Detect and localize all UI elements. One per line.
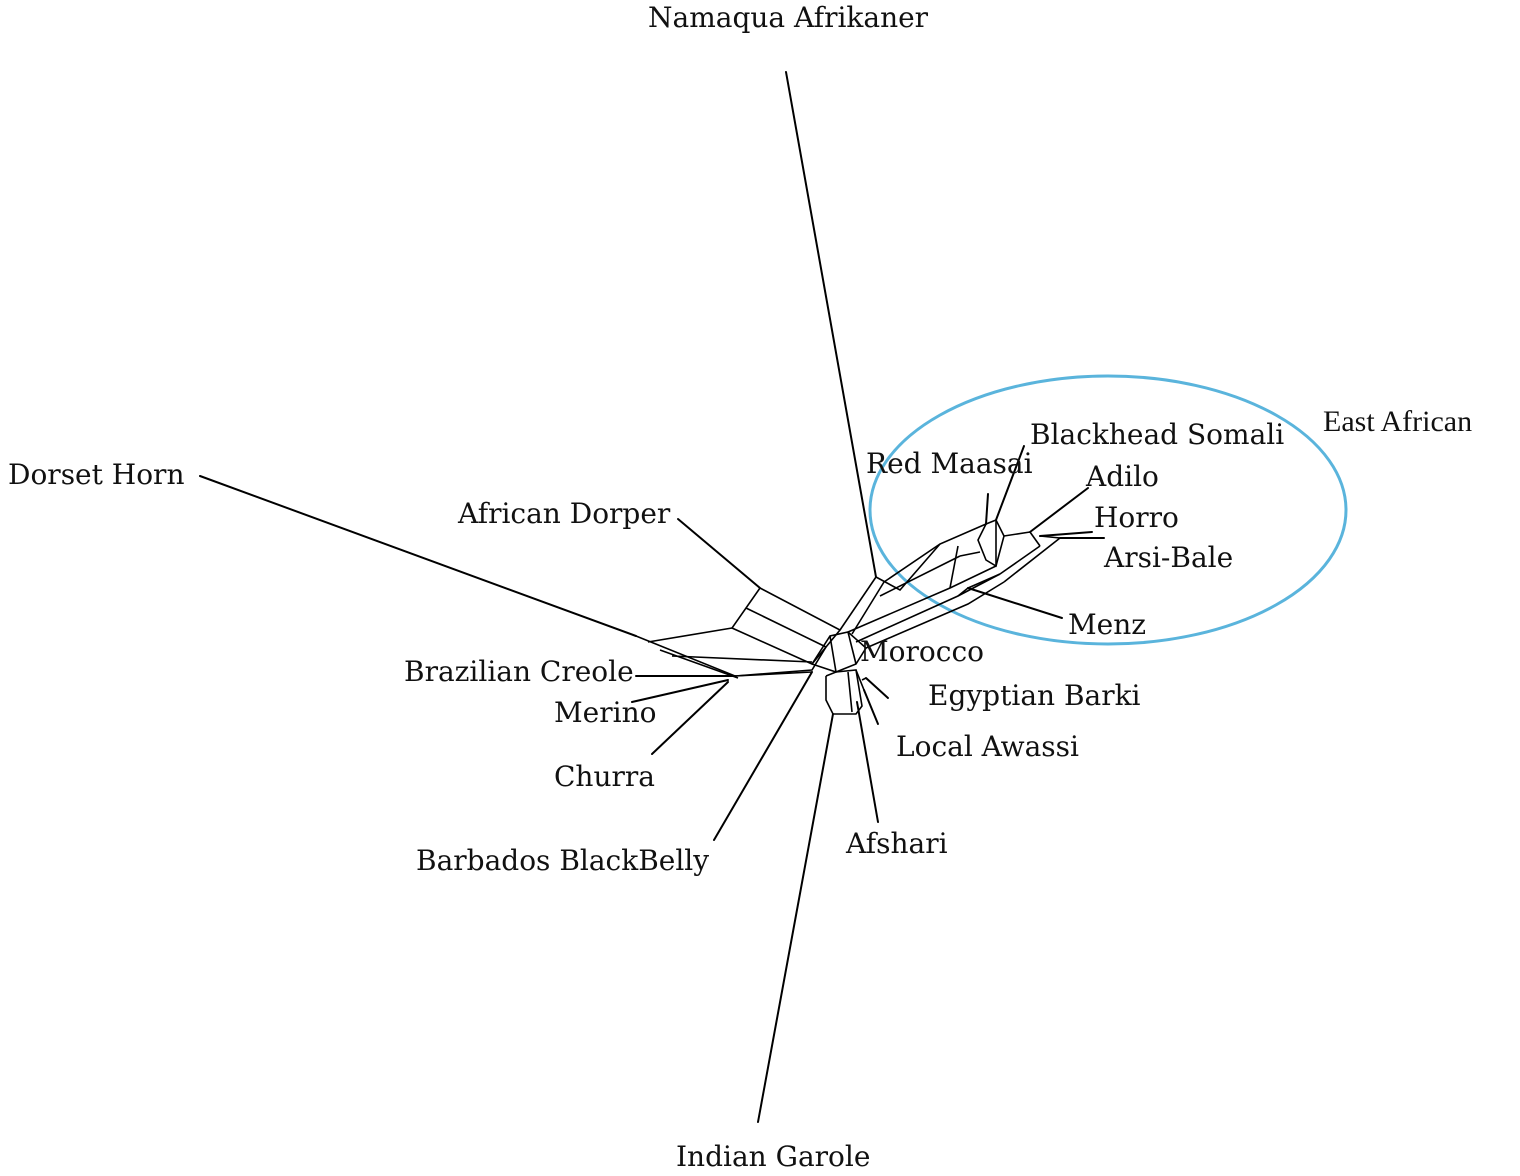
label-brazilian-creole: Brazilian Creole: [404, 655, 634, 688]
network-splits: [635, 518, 1061, 715]
branch-namaqua-afrikaner: [785, 71, 877, 578]
label-east-african-cluster: East African: [1323, 405, 1472, 438]
branch-menz: [967, 587, 1063, 619]
label-morocco: Morocco: [860, 635, 984, 668]
split-southern-box: [825, 669, 863, 715]
label-churra: Churra: [554, 760, 655, 793]
split-ea-d: [1003, 537, 1061, 583]
branch-red-maasai: [985, 493, 989, 525]
split-dorper-box: [730, 587, 842, 665]
branch-blackhead-somali: [995, 445, 1025, 521]
taxon-labels: Namaqua Afrikaner Dorset Horn African Do…: [8, 1, 1284, 1173]
branch-merino: [631, 679, 729, 703]
split-ea-h: [967, 573, 1001, 589]
label-red-maasai: Red Maasai: [866, 447, 1033, 480]
label-arsi-bale: Arsi-Bale: [1103, 541, 1233, 574]
label-merino: Merino: [554, 696, 656, 729]
branch-local-awassi: [863, 689, 879, 725]
split-east-cross-d: [879, 555, 961, 597]
split-western-box: [635, 635, 827, 677]
split-ea-e: [1029, 531, 1041, 547]
label-egyptian-barki: Egyptian Barki: [928, 679, 1141, 712]
split-southern-b: [855, 669, 865, 691]
split-core-b: [847, 631, 857, 665]
split-core-c: [839, 576, 877, 631]
split-east-cross-a: [883, 543, 941, 583]
split-southern-a: [847, 671, 853, 713]
split-east-trunk-c: [865, 581, 1005, 649]
split-core-a: [829, 635, 837, 673]
split-southern-c: [861, 677, 867, 681]
branch-barbados-blackbelly: [713, 671, 813, 841]
split-ea-f: [1039, 535, 1061, 539]
split-ea-b: [1003, 531, 1031, 537]
split-western-c: [671, 655, 813, 663]
split-ea-c: [999, 545, 1041, 575]
label-afshari: Afshari: [845, 827, 948, 860]
label-menz: Menz: [1068, 608, 1146, 641]
label-dorset-horn: Dorset Horn: [8, 458, 184, 491]
split-ea-g: [959, 551, 981, 557]
split-core-d: [851, 581, 885, 635]
branch-african-dorper: [677, 518, 761, 589]
split-western-d: [734, 671, 813, 677]
label-indian-garole: Indian Garole: [676, 1140, 870, 1173]
east-african-cluster-ellipse: [868, 374, 1348, 646]
label-horro: Horro: [1094, 501, 1179, 534]
split-east-cross-b: [949, 545, 959, 589]
label-adilo: Adilo: [1085, 460, 1159, 493]
label-barbados-blackbelly: Barbados BlackBelly: [416, 844, 709, 877]
branch-churra: [651, 681, 729, 755]
branch-egyptian-barki: [865, 677, 889, 699]
label-african-dorper: African Dorper: [457, 497, 671, 530]
split-east-trunk-d: [875, 523, 987, 592]
terminal-branches: [199, 71, 1105, 1123]
split-core-box: [811, 631, 868, 673]
split-dorper-inner: [745, 607, 827, 648]
branch-adilo: [1029, 487, 1089, 533]
split-western-a: [647, 627, 733, 643]
branch-horro: [1039, 531, 1093, 537]
split-east-cross-c: [957, 587, 969, 597]
branch-indian-garole: [757, 713, 834, 1123]
split-western-b: [659, 649, 739, 679]
label-blackhead-somali: Blackhead Somali: [1030, 418, 1284, 451]
branch-afshari: [856, 701, 879, 823]
label-local-awassi: Local Awassi: [896, 730, 1079, 763]
split-ea-box: [977, 518, 1005, 568]
label-namaqua-afrikaner: Namaqua Afrikaner: [648, 1, 929, 34]
branch-dorset-horn: [199, 475, 637, 637]
